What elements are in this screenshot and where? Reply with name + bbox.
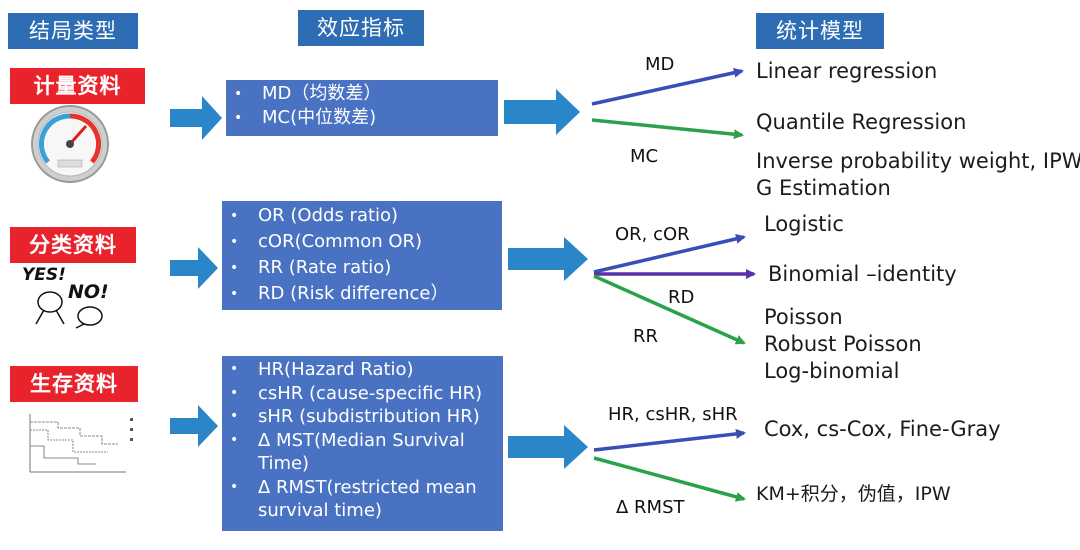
edge-label-md: MD xyxy=(645,54,675,75)
effect-md: MD（均数差） xyxy=(234,82,492,106)
block-arrow-continuous-1 xyxy=(170,96,222,140)
effect-hr: HR(Hazard Ratio) xyxy=(230,358,497,382)
effect-shr: sHR (subdistribution HR) xyxy=(230,405,497,429)
edge-label-hr: HR, csHR, sHR xyxy=(608,404,738,425)
effects-box-survival: HR(Hazard Ratio) csHR (cause-specific HR… xyxy=(222,356,503,531)
effect-delta-rmst: Δ RMST(restricted mean survival time) xyxy=(230,476,497,523)
edge-label-or-cor: OR, cOR xyxy=(615,224,690,245)
header-effect-index: 效应指标 xyxy=(298,10,424,46)
effect-cshr: csHR (cause-specific HR) xyxy=(230,382,497,406)
effect-or: OR (Odds ratio) xyxy=(230,203,496,229)
edge-md xyxy=(591,67,744,106)
svg-text:YES!: YES! xyxy=(22,265,66,285)
model-quantile-regression: Quantile Regression xyxy=(756,110,967,134)
block-arrow-continuous-2 xyxy=(504,89,580,135)
edge-label-rd: RD xyxy=(668,287,695,308)
model-binomial-identity: Binomial –identity xyxy=(768,262,957,286)
edge-label-mc: MC xyxy=(630,146,659,167)
model-logistic: Logistic xyxy=(764,212,844,236)
effects-box-categorical: OR (Odds ratio) cOR(Common OR) RR (Rate … xyxy=(222,201,502,310)
model-robust-poisson: Robust Poisson xyxy=(764,332,922,356)
block-arrow-categorical-1 xyxy=(170,247,218,289)
edge-mc xyxy=(591,118,744,140)
block-arrow-categorical-2 xyxy=(508,237,588,281)
label-categorical: 分类资料 xyxy=(10,227,136,263)
survival-curve-thumbnail-image xyxy=(29,414,133,473)
block-arrow-survival-2 xyxy=(508,425,588,469)
effects-box-continuous: MD（均数差） MC(中位数差) xyxy=(226,80,498,136)
model-poisson: Poisson xyxy=(764,305,843,329)
model-log-binomial: Log-binomial xyxy=(764,359,900,383)
model-linear-regression: Linear regression xyxy=(756,59,938,83)
edge-or-cor xyxy=(593,233,746,274)
edge-rmst xyxy=(593,456,746,502)
effect-mc: MC(中位数差) xyxy=(234,106,492,130)
edge-label-rmst: Δ RMST xyxy=(616,497,685,518)
svg-text:NO!: NO! xyxy=(68,281,109,303)
model-km: KM+积分，伪值，IPW xyxy=(756,483,951,505)
edge-label-rr: RR xyxy=(633,326,659,347)
edge-rr xyxy=(593,274,746,345)
effect-cor: cOR(Common OR) xyxy=(230,229,496,255)
header-stat-model: 统计模型 xyxy=(756,13,884,49)
label-survival: 生存资料 xyxy=(10,366,138,402)
label-continuous: 计量资料 xyxy=(10,68,145,104)
effect-delta-mst: Δ MST(Median Survival Time) xyxy=(230,429,497,476)
yes-no-cartoon-image: YES! NO! xyxy=(22,265,109,329)
effect-rr: RR (Rate ratio) xyxy=(230,255,496,281)
effect-rd: RD (Risk difference） xyxy=(230,281,496,307)
edge-hr xyxy=(593,428,746,452)
header-outcome-type: 结局类型 xyxy=(8,13,138,49)
model-g-estimation: G Estimation xyxy=(756,176,891,200)
model-cox: Cox, cs-Cox, Fine-Gray xyxy=(764,417,1001,441)
speedometer-gauge-image xyxy=(31,105,109,183)
model-ipw: Inverse probability weight, IPW xyxy=(756,149,1080,173)
block-arrow-survival-1 xyxy=(170,405,218,447)
